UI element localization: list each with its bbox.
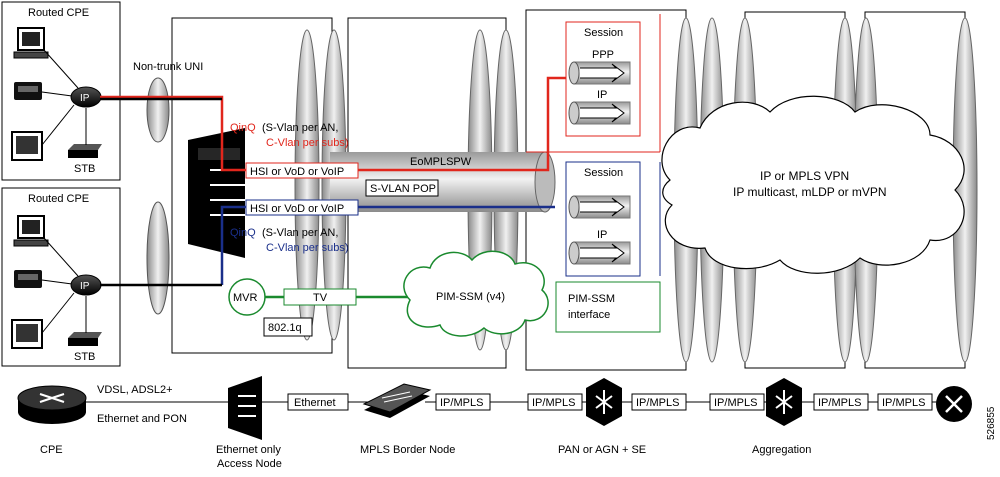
border-node-switch-icon (362, 383, 432, 418)
session-tube-ip-bottom (568, 241, 631, 265)
figure-id: 526855 (986, 406, 997, 440)
ipmpls-link-label-5: IP/MPLS (818, 397, 861, 409)
red-path (100, 76, 568, 172)
ipmpls-link-box-2 (527, 393, 583, 411)
access-node-device (188, 128, 245, 258)
link-label-line2: Ethernet and PON (97, 413, 187, 425)
tv-icon (11, 319, 43, 349)
svlan-pop-box (365, 179, 439, 197)
se-pim-box (555, 281, 661, 333)
stb-label-bottom: STB (74, 351, 95, 363)
se-ip-bottom-label: IP (597, 229, 607, 241)
an-disc (294, 29, 320, 341)
se-ppp-label: PPP (592, 49, 614, 61)
ipmpls-link-label-2: IP/MPLS (532, 397, 575, 409)
stb-icon (68, 332, 102, 346)
core-router-icon (936, 386, 972, 422)
service-red-label: HSI or VoD or VoIP (250, 166, 344, 178)
svg-text:IP: IP (80, 93, 90, 104)
tv-label: TV (313, 292, 328, 304)
computer-icon (13, 215, 49, 247)
pan-agn-label: PAN or AGN + SE (558, 444, 646, 456)
cpe-router-icon (17, 385, 87, 424)
access-node-icon (228, 376, 262, 440)
se-pim-line2: interface (568, 309, 610, 321)
vpn-cloud-line2: IP multicast, mLDP or mVPN (733, 185, 887, 199)
ethernet-link-box (287, 393, 349, 411)
pan-agn-router-icon (586, 378, 622, 426)
qinq-top-line1: (S-Vlan per AN, (262, 122, 338, 134)
agg-disc (952, 17, 978, 363)
ipmpls-link-box-3 (631, 393, 687, 411)
ethernet-link-label: Ethernet (294, 397, 336, 409)
service-blue-box (245, 199, 359, 216)
session-tube-ppp (568, 61, 631, 85)
cpe-node-label: CPE (40, 444, 63, 456)
access-node-label-line2: Access Node (217, 458, 282, 470)
qinq-bottom-line1: (S-Vlan per AN, (262, 227, 338, 239)
dot1q-label: 802.1q (268, 322, 302, 334)
router-icon-top: IP (70, 86, 102, 108)
qinq-bottom-prefix: QinQ (230, 227, 256, 239)
link-label-line1: VDSL, ADSL2+ (97, 384, 173, 396)
svg-text:IP: IP (80, 281, 90, 292)
router-icon-bottom: IP (70, 274, 102, 296)
ipmpls-link-label-1: IP/MPLS (440, 397, 483, 409)
aggregation-label: Aggregation (752, 444, 811, 456)
uni-disc-bottom (146, 201, 170, 315)
session-tube-ip-top (568, 101, 631, 125)
pim-ssm-cloud-label: PIM-SSM (v4) (436, 291, 505, 303)
dot1q-box (263, 317, 313, 337)
uni-label: Non-trunk UNI (133, 61, 203, 73)
phone-icon (14, 270, 42, 288)
computer-icon (13, 27, 49, 59)
blue-path (220, 205, 555, 285)
vpn-cloud (661, 95, 965, 274)
phone-icon (14, 82, 42, 100)
service-blue-label: HSI or VoD or VoIP (250, 203, 344, 215)
ipmpls-link-box-1 (435, 393, 491, 411)
ipmpls-link-box-6 (877, 393, 933, 411)
session-tube-ip-mid (568, 195, 631, 219)
ipmpls-link-box-4 (709, 393, 765, 411)
ipmpls-link-label-3: IP/MPLS (636, 397, 679, 409)
se-pim-line1: PIM-SSM (568, 293, 615, 305)
mvr-label: MVR (233, 292, 258, 304)
stb-icon (68, 144, 102, 158)
eompls-pw-label: EoMPLSPW (410, 156, 472, 168)
se-session-bottom-label: Session (584, 167, 623, 179)
pim-ssm-cloud (403, 250, 549, 337)
stb-label-top: STB (74, 163, 95, 175)
routed-cpe-title-bottom: Routed CPE (28, 193, 89, 205)
aggregation-router-icon (766, 378, 802, 426)
svlan-pop-label: S-VLAN POP (370, 183, 436, 195)
tv-box (283, 288, 357, 306)
qinq-top-line2: C-Vlan per subs) (266, 137, 349, 149)
tv-icon (11, 131, 43, 161)
mvr-circle (228, 278, 266, 316)
uni-disc-top (146, 77, 170, 143)
ipmpls-link-box-5 (813, 393, 869, 411)
ipmpls-link-label-6: IP/MPLS (882, 397, 925, 409)
se-ip-top-label: IP (597, 89, 607, 101)
qinq-top-prefix: QinQ (230, 122, 256, 134)
vpn-cloud-line1: IP or MPLS VPN (760, 169, 849, 183)
routed-cpe-title-top: Routed CPE (28, 7, 89, 19)
border-node-label: MPLS Border Node (360, 444, 455, 456)
access-node-label-line1: Ethernet only (216, 444, 281, 456)
se-session-top-label: Session (584, 27, 623, 39)
service-red-box (245, 162, 359, 179)
ipmpls-link-label-4: IP/MPLS (714, 397, 757, 409)
qinq-bottom-line2: C-Vlan per subs) (266, 242, 349, 254)
